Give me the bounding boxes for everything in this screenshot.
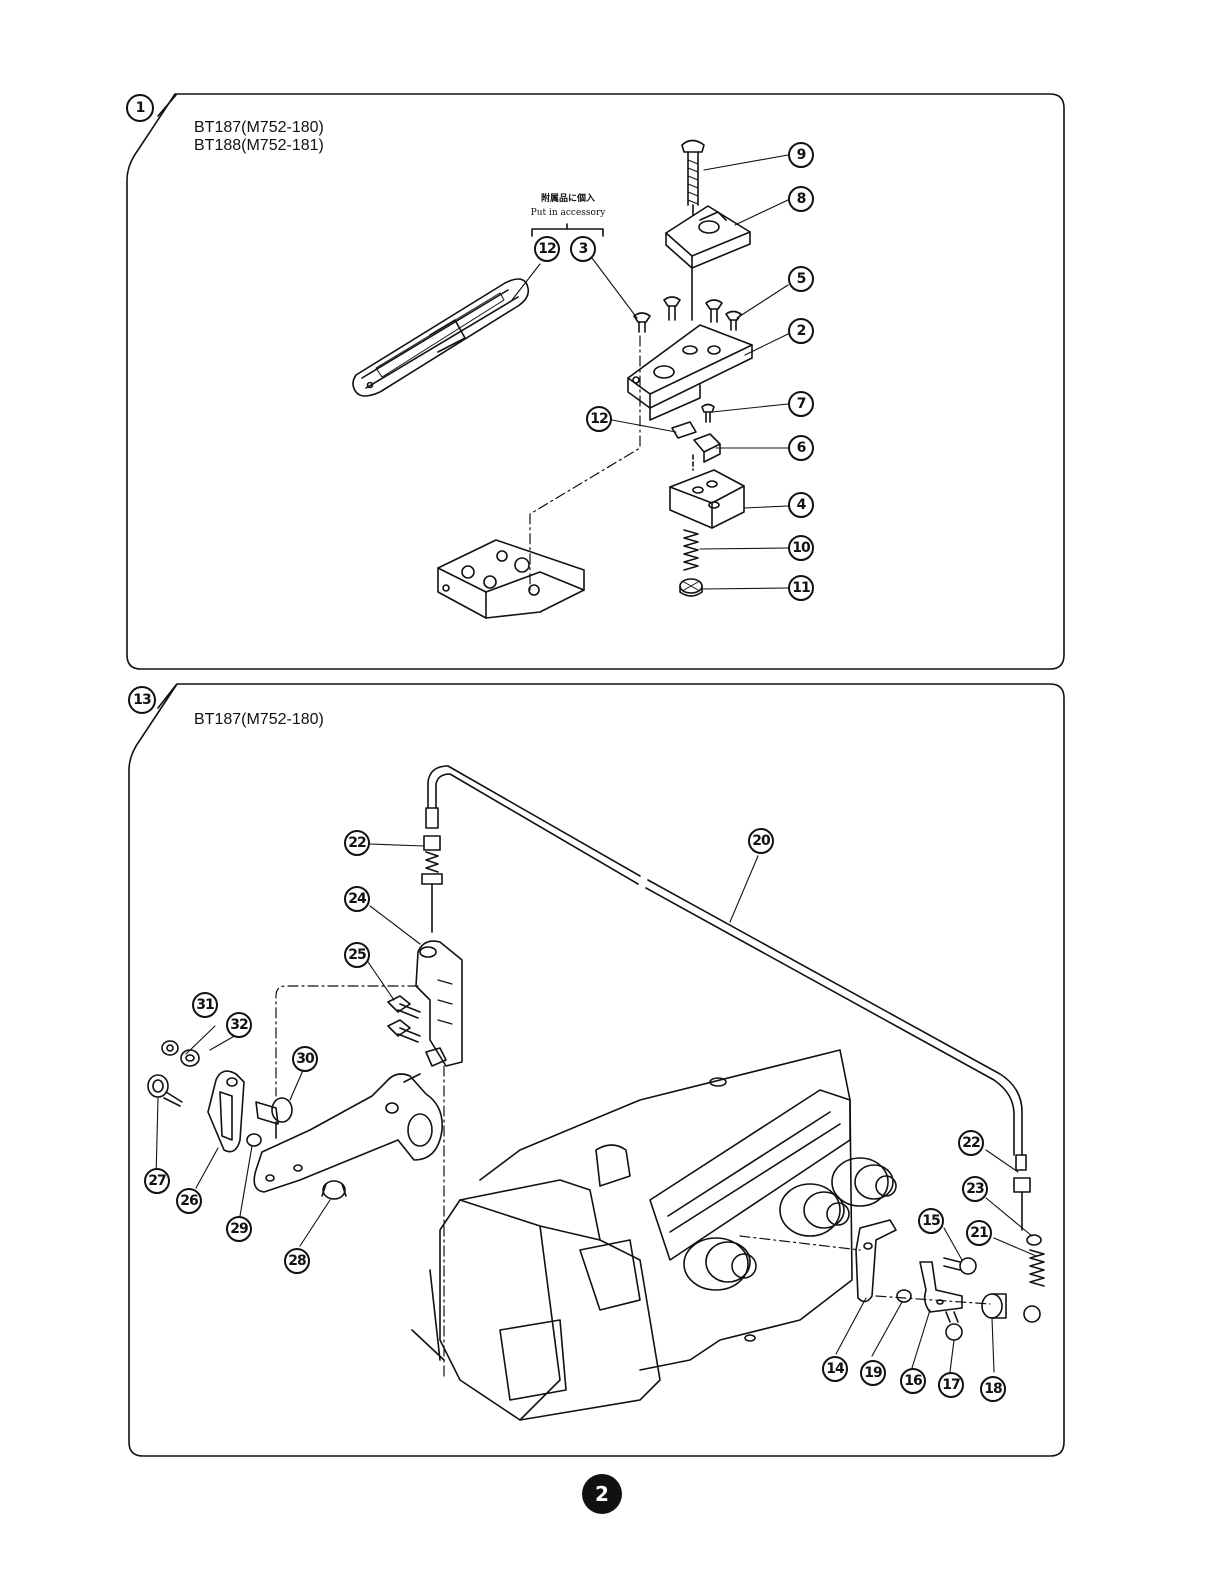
callout-18: 18: [980, 1376, 1006, 1402]
part-block-4-drawing: [670, 470, 744, 528]
callout-20: 20: [748, 828, 774, 854]
callout-12-accessory: 12: [534, 236, 560, 262]
link-26-drawing: [208, 1071, 244, 1152]
callout-29: 29: [226, 1216, 252, 1242]
callout-5: 5: [788, 266, 814, 292]
callout-21: 21: [966, 1220, 992, 1246]
accessory-note-jp: 附属品に個入: [518, 194, 618, 205]
callout-3: 3: [570, 236, 596, 262]
callout-4: 4: [788, 492, 814, 518]
section-13-model: BT187(M752-180): [194, 711, 324, 729]
adjuster-22-right-drawing: [1014, 1155, 1030, 1230]
callout-22-right: 22: [958, 1130, 984, 1156]
spring-21-drawing: [1030, 1250, 1044, 1286]
nut-28-drawing: [322, 1181, 346, 1199]
bracket-14-drawing: [856, 1220, 896, 1302]
section-1-marker: 1: [126, 94, 154, 122]
callout-23: 23: [962, 1176, 988, 1202]
section-13-frame: [129, 684, 1064, 1456]
accessory-bracket: [532, 229, 603, 236]
callout-12: 12: [586, 406, 612, 432]
nut-31-drawing: [162, 1041, 178, 1055]
part-bar-drawing: [353, 279, 528, 396]
callout-22-top: 22: [344, 830, 370, 856]
section-13-leader: [158, 685, 176, 708]
callout-25: 25: [344, 942, 370, 968]
callout-19: 19: [860, 1360, 886, 1386]
cable-20-drawing: [428, 766, 1022, 1155]
callout-11: 11: [788, 575, 814, 601]
bracket-24-drawing: [416, 941, 462, 1066]
part-plate-8-drawing: [666, 206, 750, 268]
callout-10: 10: [788, 535, 814, 561]
page-number: 2: [582, 1474, 622, 1514]
part-nut-11-drawing: [680, 579, 702, 596]
end-cap-drawing: [1024, 1306, 1040, 1322]
callout-30: 30: [292, 1046, 318, 1072]
collar-18-drawing: [982, 1294, 1006, 1318]
nut-23-drawing: [1027, 1235, 1041, 1245]
callout-28: 28: [284, 1248, 310, 1274]
base-block-drawing: [438, 540, 584, 618]
section-1-frame: [127, 94, 1064, 669]
section-1-model-2: BT188(M752-181): [194, 137, 324, 155]
callout-32: 32: [226, 1012, 252, 1038]
screws-25-drawing: [388, 996, 420, 1042]
callout-14: 14: [822, 1356, 848, 1382]
part-screws-5-drawing: [634, 297, 741, 332]
callout-24: 24: [344, 886, 370, 912]
section-1-leader: [158, 95, 176, 116]
callout-17: 17: [938, 1372, 964, 1398]
assembly-line: [530, 336, 640, 590]
callout-15: 15: [918, 1208, 944, 1234]
pin-30-drawing: [256, 1098, 292, 1138]
callout-16: 16: [900, 1368, 926, 1394]
adjuster-22-top-drawing: [422, 808, 442, 932]
part-small-12-drawing: [672, 422, 696, 438]
screw-17-drawing: [946, 1312, 962, 1340]
screw-15-drawing: [944, 1258, 976, 1274]
callout-2: 2: [788, 318, 814, 344]
section-13-marker: 13: [128, 686, 156, 714]
washer-32-drawing: [181, 1050, 199, 1066]
arm-lever-drawing: [254, 1074, 442, 1192]
callout-27: 27: [144, 1168, 170, 1194]
callout-31: 31: [192, 992, 218, 1018]
part-bolt-9-drawing: [682, 141, 704, 216]
callout-9: 9: [788, 142, 814, 168]
machine-body-drawing: [412, 1050, 852, 1420]
section-1-model-1: BT187(M752-180): [194, 119, 324, 137]
callout-26: 26: [176, 1188, 202, 1214]
washer-29-drawing: [247, 1134, 261, 1146]
callout-8: 8: [788, 186, 814, 212]
tension-posts-drawing: [684, 1158, 896, 1290]
part-bracket-2-drawing: [628, 325, 752, 420]
part-spring-10-drawing: [684, 530, 698, 570]
screw-27-drawing: [148, 1075, 182, 1106]
washer-19-drawing: [897, 1290, 911, 1302]
callout-7: 7: [788, 391, 814, 417]
callout-6: 6: [788, 435, 814, 461]
accessory-note-en: Put in accessory: [518, 208, 618, 219]
